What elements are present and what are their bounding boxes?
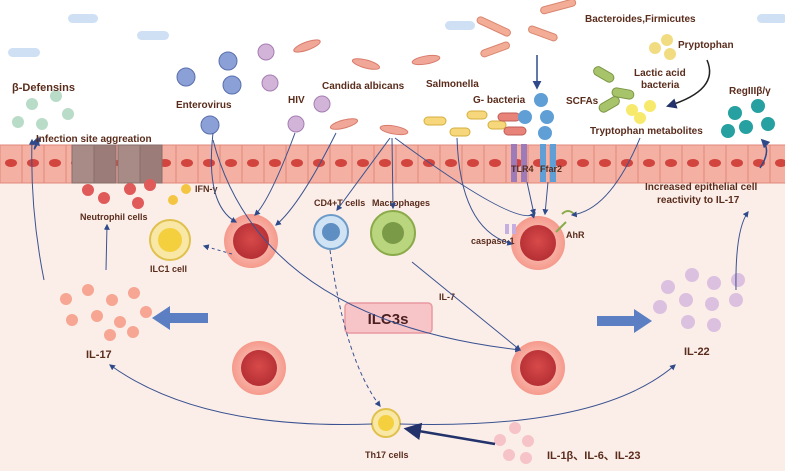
epithelial-nucleus: [313, 159, 325, 167]
candida-label: Candida albicans: [322, 81, 405, 92]
tlr4-receptor: [511, 144, 527, 182]
bacteroides-icons: [476, 0, 577, 58]
hiv-icons: [257, 43, 331, 133]
increased-label-line2: reactivity to IL-17: [657, 195, 740, 206]
candida-icons: [293, 39, 441, 136]
increased-label-line1: Increased epithelial cell: [645, 182, 757, 193]
epithelial-nucleus: [665, 159, 677, 167]
g-bacteria-label: G- bacteria: [473, 95, 526, 106]
pryptophan-dots: [649, 34, 676, 60]
il22-dots: [653, 268, 745, 332]
ffar2-label: Ffar2: [540, 164, 562, 174]
epithelial-nucleus: [269, 159, 281, 167]
epithelial-nucleus: [225, 159, 237, 167]
epithelial-nucleus: [291, 159, 303, 167]
epithelial-nucleus: [379, 159, 391, 167]
reg-dots: [721, 99, 775, 138]
beta-defensins-label: β-Defensins: [12, 82, 75, 94]
macrophages-label: Macrophages: [372, 198, 430, 208]
ifn-gamma-dots: [168, 184, 191, 205]
hiv-label: HIV: [288, 95, 305, 106]
ilc3-cell-1: [224, 214, 278, 268]
lactic-acid-bacteria-icons: [593, 66, 635, 113]
arrow-to-il17: [152, 306, 208, 330]
beta-defensin-dots: [12, 90, 74, 130]
epithelial-nucleus: [599, 159, 611, 167]
lactic-acid-label-line1: Lactic acid: [634, 68, 686, 79]
il22-label: IL-22: [684, 346, 710, 358]
epithelial-nucleus: [731, 159, 743, 167]
ilc1-label: ILC1 cell: [150, 264, 187, 274]
neutrophil-cells: [82, 179, 156, 209]
epithelial-nucleus: [643, 159, 655, 167]
pryptophan-label: Pryptophan: [678, 40, 734, 51]
tryptophan-metabolites-label: Tryptophan metabolites: [590, 126, 703, 137]
bacteroides-label: Bacteroides,Firmicutes: [585, 14, 696, 25]
epithelial-nucleus: [203, 159, 215, 167]
epithelial-nucleus: [687, 159, 699, 167]
tryptophan-metabolite-dots: [626, 100, 656, 124]
epithelial-nucleus: [555, 159, 567, 167]
il17-dots: [60, 284, 152, 341]
cd4-label: CD4+T cells: [314, 198, 365, 208]
epithelial-nucleus: [401, 159, 413, 167]
enterovirus-label: Enterovirus: [176, 100, 232, 111]
epithelial-nucleus: [621, 159, 633, 167]
neutrophil-label: Neutrophil cells: [80, 212, 148, 222]
epithelial-nucleus: [445, 159, 457, 167]
epithelial-nucleus: [5, 159, 17, 167]
macrophage-cell: [370, 210, 416, 256]
ilc1-cell: [149, 219, 191, 261]
epithelial-nucleus: [27, 159, 39, 167]
scfas-label: SCFAs: [566, 96, 599, 107]
arrow-to-il22: [597, 309, 652, 333]
epithelial-nucleus: [357, 159, 369, 167]
epithelial-nucleus: [49, 159, 61, 167]
cytokines-label: IL-1β、IL-6、IL-23: [547, 450, 641, 462]
epithelial-nucleus: [577, 159, 589, 167]
cd4-t-cell: [313, 214, 349, 250]
epithelial-nucleus: [181, 159, 193, 167]
cloud-icons: [8, 14, 785, 57]
th17-cell: [371, 408, 401, 438]
cytokine-dots: [494, 422, 534, 464]
epithelial-nucleus: [489, 159, 501, 167]
reg-label: RegIIIβ/γ: [729, 86, 771, 97]
epithelial-nucleus: [709, 159, 721, 167]
caspase-label: caspase-1: [471, 236, 515, 246]
ilc3-cell-2: [511, 216, 565, 270]
epithelial-nucleus: [335, 159, 347, 167]
lumen-area: [0, 0, 785, 145]
salmonella-label: Salmonella: [426, 79, 479, 90]
epithelial-nucleus: [775, 159, 785, 167]
infection-site-label: Infection site aggreation: [36, 134, 152, 145]
epithelial-nucleus: [247, 159, 259, 167]
lactic-acid-label-line2: bacteria: [641, 80, 680, 91]
ilc3-cell-3: [232, 341, 286, 395]
ifn-label: IFN-γ: [195, 184, 218, 194]
damaged-epithelial-cells: [71, 144, 163, 184]
epithelial-nucleus: [467, 159, 479, 167]
th17-label: Th17 cells: [365, 450, 409, 460]
caspase-receptor: [505, 224, 516, 234]
pathway-arrows: [28, 132, 749, 425]
ahr-label: AhR: [566, 230, 585, 240]
il7-label: IL-7: [439, 292, 455, 302]
scfa-dots: [518, 93, 554, 140]
ffar2-receptor: [540, 144, 556, 182]
ilc3-cell-4: [511, 341, 565, 395]
cytokine-arrow: [403, 422, 496, 446]
ilc3s-badge: [344, 302, 433, 334]
enterovirus-icons: [176, 51, 242, 135]
salmonella-icons: [423, 110, 507, 137]
tlr4-label: TLR4: [511, 164, 534, 174]
il17-label: IL-17: [86, 349, 112, 361]
